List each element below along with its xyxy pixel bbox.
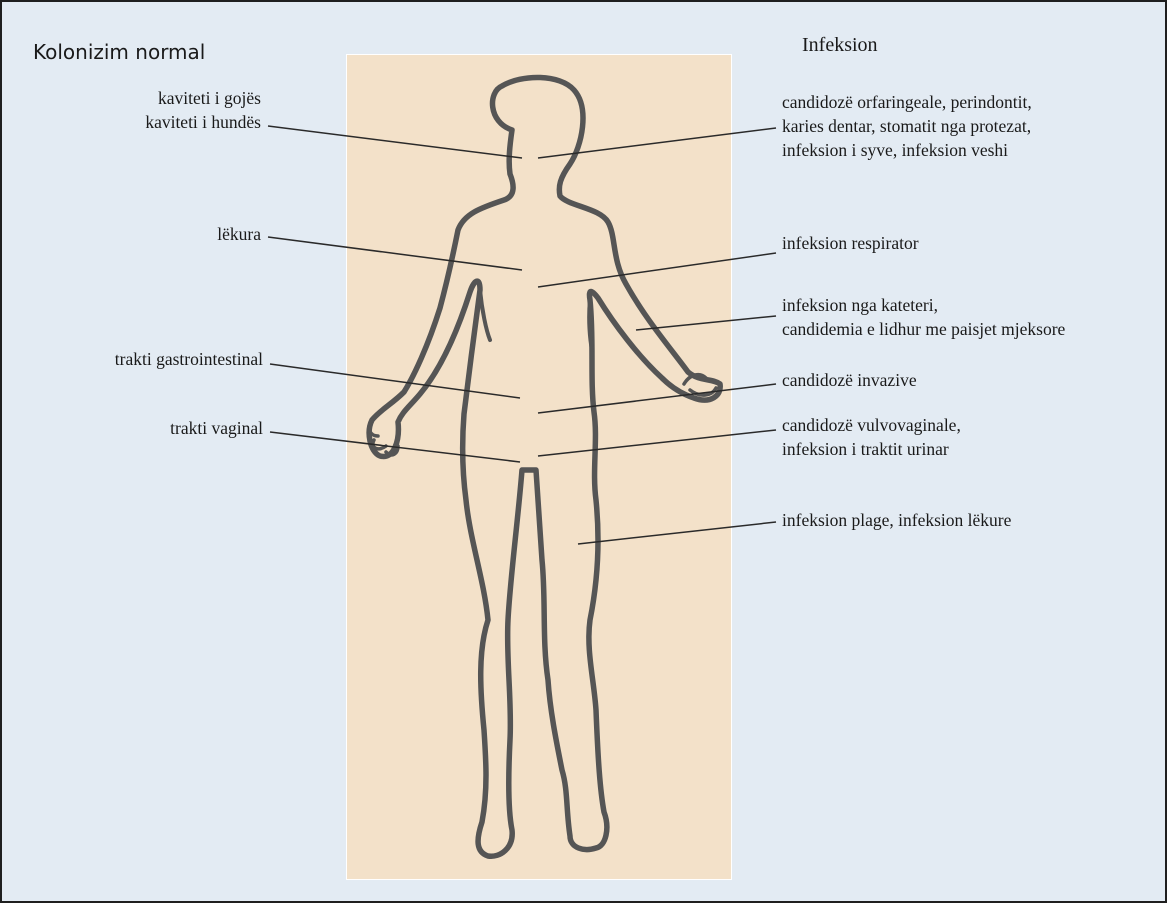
label-line: candidozë vulvovaginale, <box>782 413 961 437</box>
label-line: lëkura <box>217 222 261 246</box>
label-vulvovaginal-candidiasis: candidozë vulvovaginale, infeksion i tra… <box>782 413 961 461</box>
label-line: kaviteti i hundës <box>145 110 261 134</box>
label-line: infeksion respirator <box>782 231 919 255</box>
label-line: infeksion i traktit urinar <box>782 437 961 461</box>
label-oropharyngeal-candidiasis: candidozë orfaringeale, perindontit, kar… <box>782 90 1032 162</box>
label-line: candidemia e lidhur me paisjet mjeksore <box>782 317 1065 341</box>
colonization-leader-lines <box>268 126 522 462</box>
leader-wound-skin <box>578 522 776 544</box>
heading-normal-colonization: Kolonizim normal <box>33 40 205 64</box>
label-line: candidozë orfaringeale, perindontit, <box>782 90 1032 114</box>
label-line: trakti gastrointestinal <box>115 347 263 371</box>
label-vaginal-tract: trakti vaginal <box>170 416 263 440</box>
label-wound-skin-infection: infeksion plage, infeksion lëkure <box>782 508 1011 532</box>
leader-gastrointestinal <box>270 364 520 398</box>
label-line: trakti vaginal <box>170 416 263 440</box>
label-line: infeksion i syve, infeksion veshi <box>782 138 1032 162</box>
leader-catheter <box>636 316 776 330</box>
inner-arm-contours <box>480 290 592 350</box>
leader-invasive <box>538 384 776 413</box>
human-body-outline <box>369 77 720 856</box>
leader-vaginal <box>270 432 520 462</box>
leader-oral-nasal <box>268 126 522 158</box>
leader-respiratory <box>538 253 776 287</box>
label-line: kaviteti i gojës <box>145 86 261 110</box>
label-line: infeksion plage, infeksion lëkure <box>782 508 1011 532</box>
label-respiratory-infection: infeksion respirator <box>782 231 919 255</box>
leader-skin <box>268 237 522 270</box>
label-oral-nasal-cavity: kaviteti i gojës kaviteti i hundës <box>145 86 261 134</box>
infection-leader-lines <box>538 128 776 544</box>
heading-infection: Infeksion <box>802 34 878 57</box>
label-line: karies dentar, stomatit nga protezat, <box>782 114 1032 138</box>
leader-oropharyngeal <box>538 128 776 158</box>
label-line: candidozë invazive <box>782 368 917 392</box>
label-line: infeksion nga kateteri, <box>782 293 1065 317</box>
label-skin: lëkura <box>217 222 261 246</box>
label-invasive-candidiasis: candidozë invazive <box>782 368 917 392</box>
leader-vulvovaginal <box>538 430 776 456</box>
label-gastrointestinal-tract: trakti gastrointestinal <box>115 347 263 371</box>
label-catheter-infection: infeksion nga kateteri, candidemia e lid… <box>782 293 1065 341</box>
